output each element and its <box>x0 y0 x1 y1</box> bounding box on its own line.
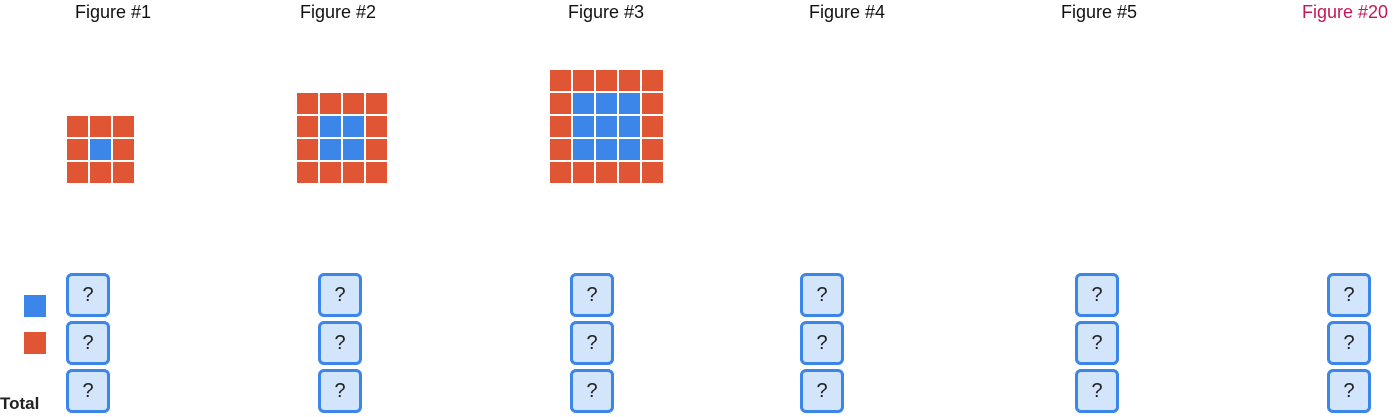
blue-tile <box>320 116 341 137</box>
red-tile <box>89 161 111 183</box>
blue-tile <box>618 138 640 160</box>
red-tile <box>112 115 134 137</box>
red-tile <box>297 93 318 114</box>
figure-1-blue-count-box[interactable]: ? <box>66 273 110 317</box>
blue-tile <box>595 92 617 114</box>
red-tile <box>320 162 341 183</box>
figure-4-total-count-box[interactable]: ? <box>800 369 844 413</box>
figure-title-6: Figure #20 <box>1301 2 1389 22</box>
legend-red-square <box>24 332 46 354</box>
figure-5-total-count-box[interactable]: ? <box>1075 369 1119 413</box>
red-tile <box>343 162 364 183</box>
red-tile <box>549 92 571 114</box>
red-tile <box>366 116 387 137</box>
red-tile <box>641 92 663 114</box>
blue-tile <box>572 138 594 160</box>
figure-6-blue-count-box[interactable]: ? <box>1327 273 1371 317</box>
blue-tile <box>595 138 617 160</box>
red-tile <box>641 161 663 183</box>
red-tile <box>549 161 571 183</box>
figure-title-2: Figure #2 <box>299 2 377 22</box>
blue-tile <box>595 115 617 137</box>
red-tile <box>112 138 134 160</box>
figure-6-answer-column: ??? <box>1327 273 1371 417</box>
red-tile <box>641 69 663 91</box>
red-tile <box>297 162 318 183</box>
figure-5-blue-count-box[interactable]: ? <box>1075 273 1119 317</box>
figure-2-tile-grid <box>297 93 387 183</box>
red-tile <box>618 69 640 91</box>
red-tile <box>89 115 111 137</box>
figure-4-blue-count-box[interactable]: ? <box>800 273 844 317</box>
blue-tile <box>89 138 111 160</box>
figure-title-5: Figure #5 <box>1060 2 1138 22</box>
figure-3-answer-column: ??? <box>570 273 614 417</box>
figure-2-red-count-box[interactable]: ? <box>318 321 362 365</box>
red-tile <box>572 69 594 91</box>
figure-title-1: Figure #1 <box>74 2 152 22</box>
red-tile <box>366 139 387 160</box>
red-tile <box>66 138 88 160</box>
figure-3-red-count-box[interactable]: ? <box>570 321 614 365</box>
legend-total-label: Total <box>0 394 40 413</box>
red-tile <box>641 138 663 160</box>
figure-6-red-count-box[interactable]: ? <box>1327 321 1371 365</box>
figure-title-3: Figure #3 <box>567 2 645 22</box>
figure-4-answer-column: ??? <box>800 273 844 417</box>
blue-tile <box>343 116 364 137</box>
figure-2-total-count-box[interactable]: ? <box>318 369 362 413</box>
figure-2-blue-count-box[interactable]: ? <box>318 273 362 317</box>
red-tile <box>549 69 571 91</box>
figure-3-tile-grid <box>549 69 663 183</box>
figure-6-total-count-box[interactable]: ? <box>1327 369 1371 413</box>
figure-title-4: Figure #4 <box>808 2 886 22</box>
blue-tile <box>618 92 640 114</box>
red-tile <box>112 161 134 183</box>
blue-tile <box>320 139 341 160</box>
blue-tile <box>343 139 364 160</box>
red-tile <box>549 138 571 160</box>
legend-blue-square <box>24 295 46 317</box>
red-tile <box>343 93 364 114</box>
figure-3-total-count-box[interactable]: ? <box>570 369 614 413</box>
red-tile <box>297 116 318 137</box>
red-tile <box>618 161 640 183</box>
figure-4-red-count-box[interactable]: ? <box>800 321 844 365</box>
figure-1-answer-column: ??? <box>66 273 110 417</box>
red-tile <box>366 162 387 183</box>
red-tile <box>641 115 663 137</box>
blue-tile <box>572 115 594 137</box>
figure-1-red-count-box[interactable]: ? <box>66 321 110 365</box>
red-tile <box>572 161 594 183</box>
red-tile <box>297 139 318 160</box>
figure-3-blue-count-box[interactable]: ? <box>570 273 614 317</box>
figure-2-answer-column: ??? <box>318 273 362 417</box>
red-tile <box>595 69 617 91</box>
blue-tile <box>618 115 640 137</box>
red-tile <box>66 115 88 137</box>
red-tile <box>595 161 617 183</box>
red-tile <box>549 115 571 137</box>
figure-5-answer-column: ??? <box>1075 273 1119 417</box>
figure-1-tile-grid <box>66 115 134 183</box>
red-tile <box>320 93 341 114</box>
figure-1-total-count-box[interactable]: ? <box>66 369 110 413</box>
figure-5-red-count-box[interactable]: ? <box>1075 321 1119 365</box>
blue-tile <box>572 92 594 114</box>
red-tile <box>366 93 387 114</box>
red-tile <box>66 161 88 183</box>
